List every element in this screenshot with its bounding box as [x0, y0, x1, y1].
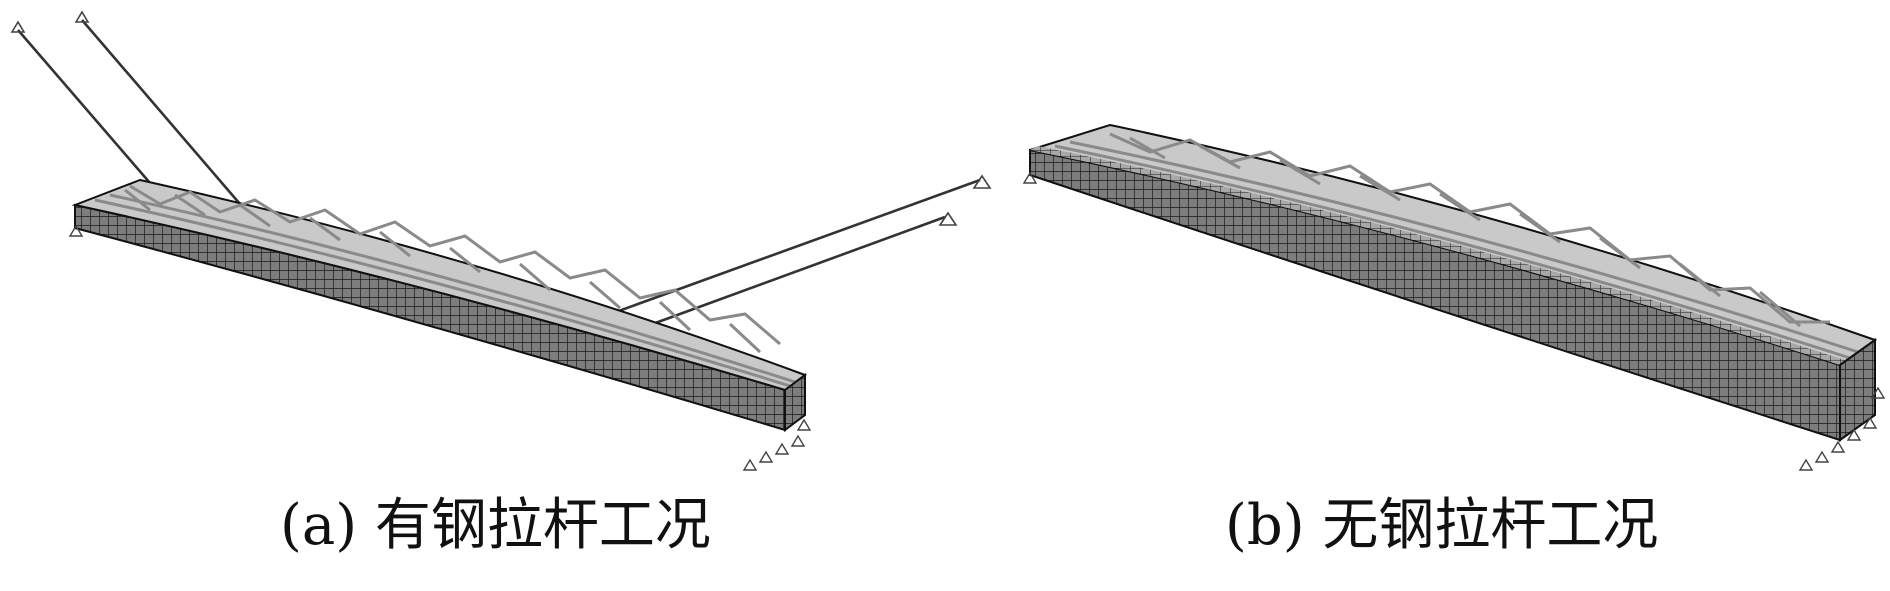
supports-right-b [1798, 386, 1886, 471]
caption-a: (a) 有钢拉杆工况 [280, 493, 711, 558]
truss-bracing-a [94, 184, 796, 388]
steel-tie-rods-right [579, 178, 981, 335]
steel-tie-rods-left [17, 19, 253, 219]
supports-right-a [742, 418, 812, 471]
supports-left-b [1022, 171, 1038, 184]
panel-b-model [1022, 123, 1886, 471]
supports-left-a [68, 224, 84, 237]
anchor-support-top-left [10, 10, 90, 33]
anchor-support-right [938, 174, 992, 226]
girder-end-b [1839, 338, 1876, 442]
girder-end-a [784, 373, 806, 432]
panel-a-model [10, 10, 992, 471]
truss-bracing-b [1054, 132, 1859, 360]
caption-b: (b) 无钢拉杆工况 [1225, 493, 1659, 558]
